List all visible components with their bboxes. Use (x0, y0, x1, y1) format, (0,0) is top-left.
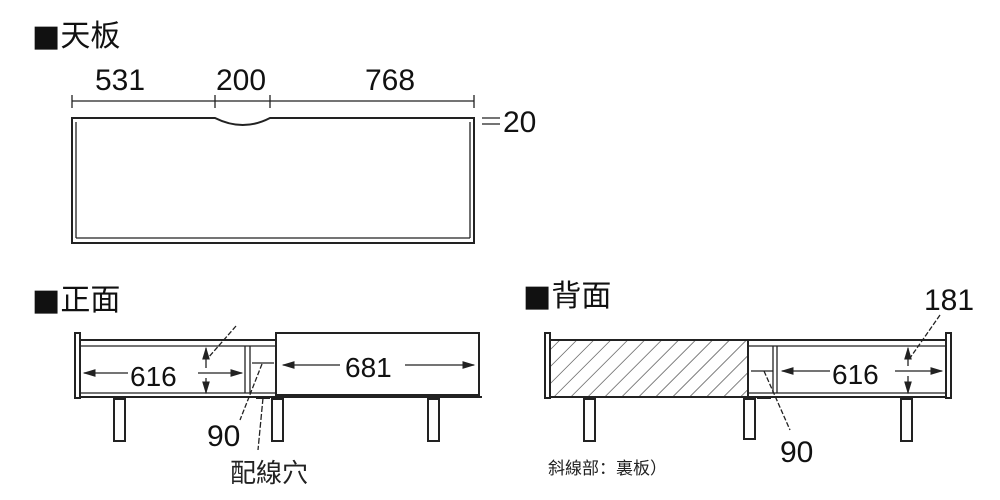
door-panel (275, 332, 480, 396)
leg (113, 398, 126, 442)
dim-681: 681 (345, 352, 392, 383)
dim-200: 200 (216, 64, 266, 97)
front-view-title: ■正面 (32, 283, 120, 318)
top-view-title: ■天板 (32, 19, 120, 54)
leg (583, 398, 596, 442)
top-view: ■天板 531 200 768 20 (32, 19, 536, 244)
dim-thickness-20: 20 (503, 106, 536, 139)
leg (900, 398, 913, 442)
back-view-title: ■背面 (523, 279, 611, 314)
dim-90: 90 (207, 420, 240, 453)
leg (743, 398, 756, 440)
side-panel (945, 332, 952, 399)
tabletop-outline (71, 117, 475, 244)
leg (271, 398, 284, 442)
dim-181: 181 (924, 284, 974, 317)
back-view: ■背面 616 181 90 斜線部：裏板） (523, 279, 974, 479)
wiring-hole (256, 396, 270, 399)
wiring-hole (757, 396, 771, 399)
side-panel (74, 332, 81, 399)
dim-531: 531 (95, 64, 145, 97)
wiring-hole-label: 配線穴 (230, 459, 308, 489)
leg (427, 398, 440, 442)
back-panel-hatched (549, 339, 749, 398)
dim-768: 768 (365, 64, 415, 97)
dim-616: 616 (832, 359, 879, 390)
dim-90: 90 (780, 436, 813, 469)
front-view: ■正面 616 681 90 配線穴 (32, 283, 482, 489)
hatch-note: 斜線部：裏板） (548, 458, 667, 479)
dim-616: 616 (130, 361, 177, 392)
